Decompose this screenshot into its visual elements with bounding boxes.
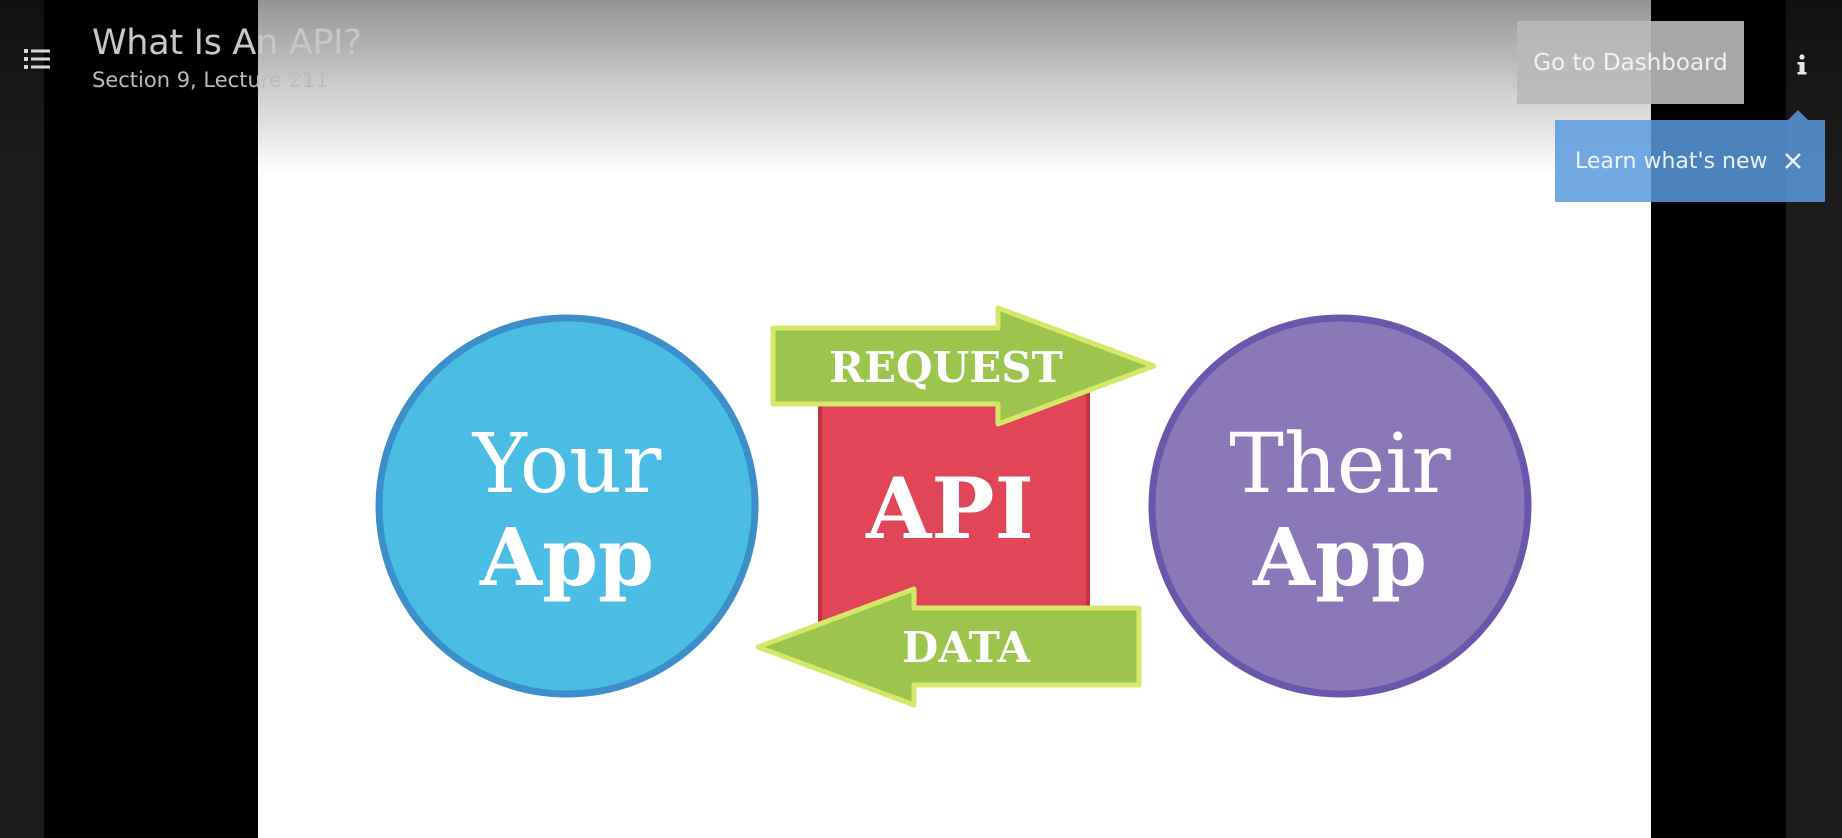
curriculum-menu-button[interactable] [14, 36, 60, 82]
your-app-line1: Your [472, 417, 662, 512]
data-arrow-label: DATA [902, 623, 1032, 672]
request-arrow-label: REQUEST [829, 343, 1063, 392]
tooltip-close-button[interactable] [1779, 147, 1807, 175]
whats-new-link[interactable]: Learn what's new [1575, 148, 1768, 174]
api-diagram: Your App Their App API REQUEST DATA [375, 305, 1532, 708]
lecture-header: What Is An API? Section 9, Lecture 211 [92, 22, 362, 92]
list-icon [24, 49, 50, 69]
their-app-circle [1148, 314, 1532, 698]
lecture-subtitle: Section 9, Lecture 211 [92, 68, 329, 92]
their-app-line1: Their [1229, 417, 1451, 512]
request-arrow [770, 305, 1157, 427]
data-arrow [755, 586, 1142, 708]
close-icon [1785, 153, 1801, 169]
lecture-slide: Your App Their App API REQUEST DATA [258, 0, 1651, 838]
your-app-line2: App [479, 510, 654, 604]
info-icon [1797, 54, 1807, 75]
your-app-circle [375, 314, 759, 698]
their-app-line2: App [1252, 510, 1427, 604]
info-button[interactable] [1780, 40, 1824, 90]
go-to-dashboard-button[interactable]: Go to Dashboard [1517, 21, 1744, 104]
lecture-title: What Is An API? [92, 23, 362, 63]
whats-new-tooltip[interactable]: Learn what's new [1555, 110, 1825, 202]
api-box-label: API [865, 459, 1034, 558]
video-player[interactable]: Your App Their App API REQUEST DATA [44, 0, 1786, 838]
